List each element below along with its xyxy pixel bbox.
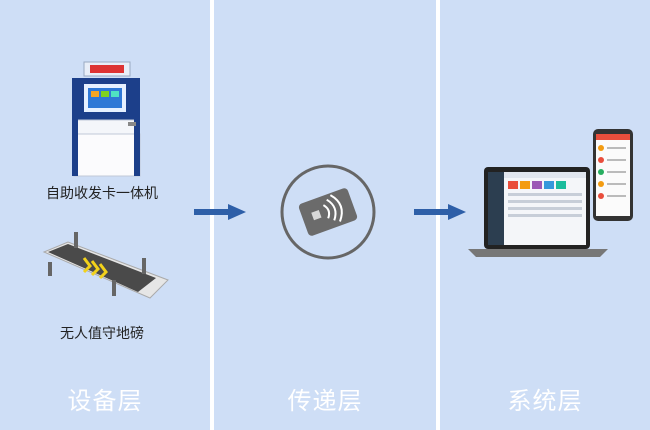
laptop-image (468, 165, 608, 259)
transfer-layer-panel: 传递层 (214, 0, 436, 430)
arrow-right-icon (414, 204, 466, 220)
transfer-layer-title: 传递层 (287, 387, 363, 415)
arrow-right-icon (194, 204, 246, 220)
device-layer-title: 设备层 (67, 387, 143, 415)
system-layer-panel: 系统层 (440, 0, 650, 430)
weighbridge-caption: 无人值守地磅 (60, 326, 144, 342)
kiosk-caption: 自助收发卡一体机 (46, 186, 158, 202)
device-layer-panel: 自助收发卡一体机 无人值守地磅 设备层 (0, 0, 210, 430)
weighbridge-image (38, 228, 173, 308)
phone-image (592, 128, 634, 222)
rfid-card-icon (278, 162, 378, 262)
kiosk-image (68, 60, 144, 178)
system-layer-title: 系统层 (507, 387, 583, 415)
